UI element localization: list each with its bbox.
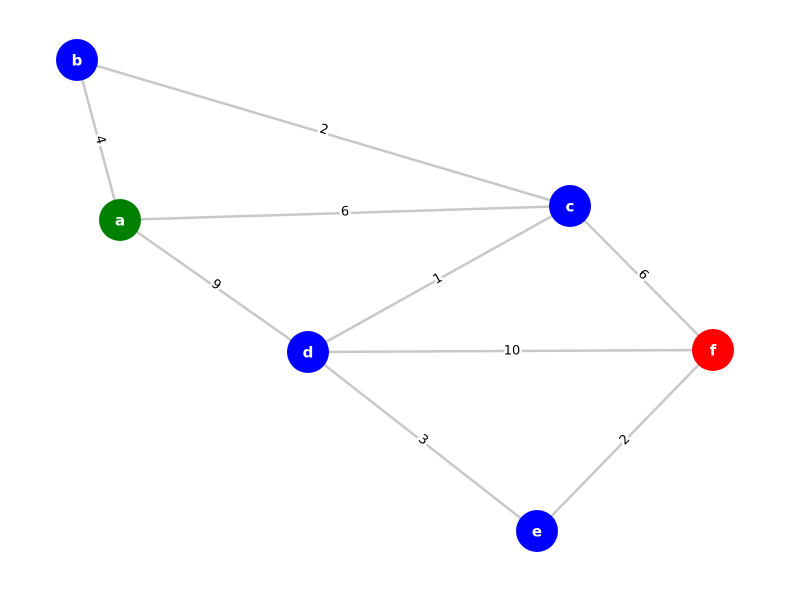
graph-edge — [568, 204, 715, 352]
node-label-f: f — [710, 342, 717, 360]
graph-node-e[interactable]: e — [516, 510, 558, 552]
edge-line-b-a — [75, 58, 122, 222]
node-circle-e[interactable] — [516, 510, 558, 552]
graph-edge — [535, 348, 715, 533]
edge-weight-label-b-c: 2 — [318, 122, 330, 139]
edge-weight-label-b-a: 4 — [92, 134, 109, 146]
edge-label-halo: 10 — [504, 343, 521, 358]
node-label-b: b — [72, 52, 83, 70]
graph-node-b[interactable]: b — [56, 39, 98, 81]
edges-layer — [75, 58, 715, 533]
graph-node-f[interactable]: f — [692, 329, 734, 371]
graph-node-c[interactable]: c — [549, 185, 591, 227]
node-label-a: a — [115, 212, 125, 230]
node-label-c: c — [566, 198, 575, 216]
node-circle-b[interactable] — [56, 39, 98, 81]
nodes-layer: a b c d e f — [56, 39, 734, 552]
edge-weight-label-d-f: 10 — [504, 343, 521, 358]
node-label-e: e — [532, 523, 542, 541]
graph-edge — [75, 58, 572, 208]
edge-line-b-c — [75, 58, 572, 208]
node-circle-d[interactable] — [287, 331, 329, 373]
graph-edge — [306, 348, 715, 354]
graph-node-a[interactable]: a — [99, 199, 141, 241]
edge-weight-label-c-f: 6 — [635, 267, 651, 283]
edge-weight-label-a-c: 6 — [341, 204, 350, 219]
node-circle-a[interactable] — [99, 199, 141, 241]
node-circle-f[interactable] — [692, 329, 734, 371]
edge-line-e-f — [535, 348, 715, 533]
edge-weight-label-c-d: 1 — [431, 270, 446, 287]
edge-line-d-f — [306, 348, 715, 354]
graph-node-d[interactable]: d — [287, 331, 329, 373]
graph-edge — [118, 204, 572, 222]
edge-line-a-c — [118, 204, 572, 222]
graph-edge — [306, 204, 572, 354]
edge-line-d-e — [306, 350, 539, 533]
edge-label-halo: 6 — [341, 204, 350, 219]
edge-line-c-d — [306, 204, 572, 354]
edge-line-c-f — [568, 204, 715, 352]
graph-edge — [306, 350, 539, 533]
graph-edge — [75, 58, 122, 222]
node-label-d: d — [303, 344, 314, 362]
node-circle-c[interactable] — [549, 185, 591, 227]
graph-edge — [118, 218, 310, 354]
edge-line-a-d — [118, 218, 310, 354]
